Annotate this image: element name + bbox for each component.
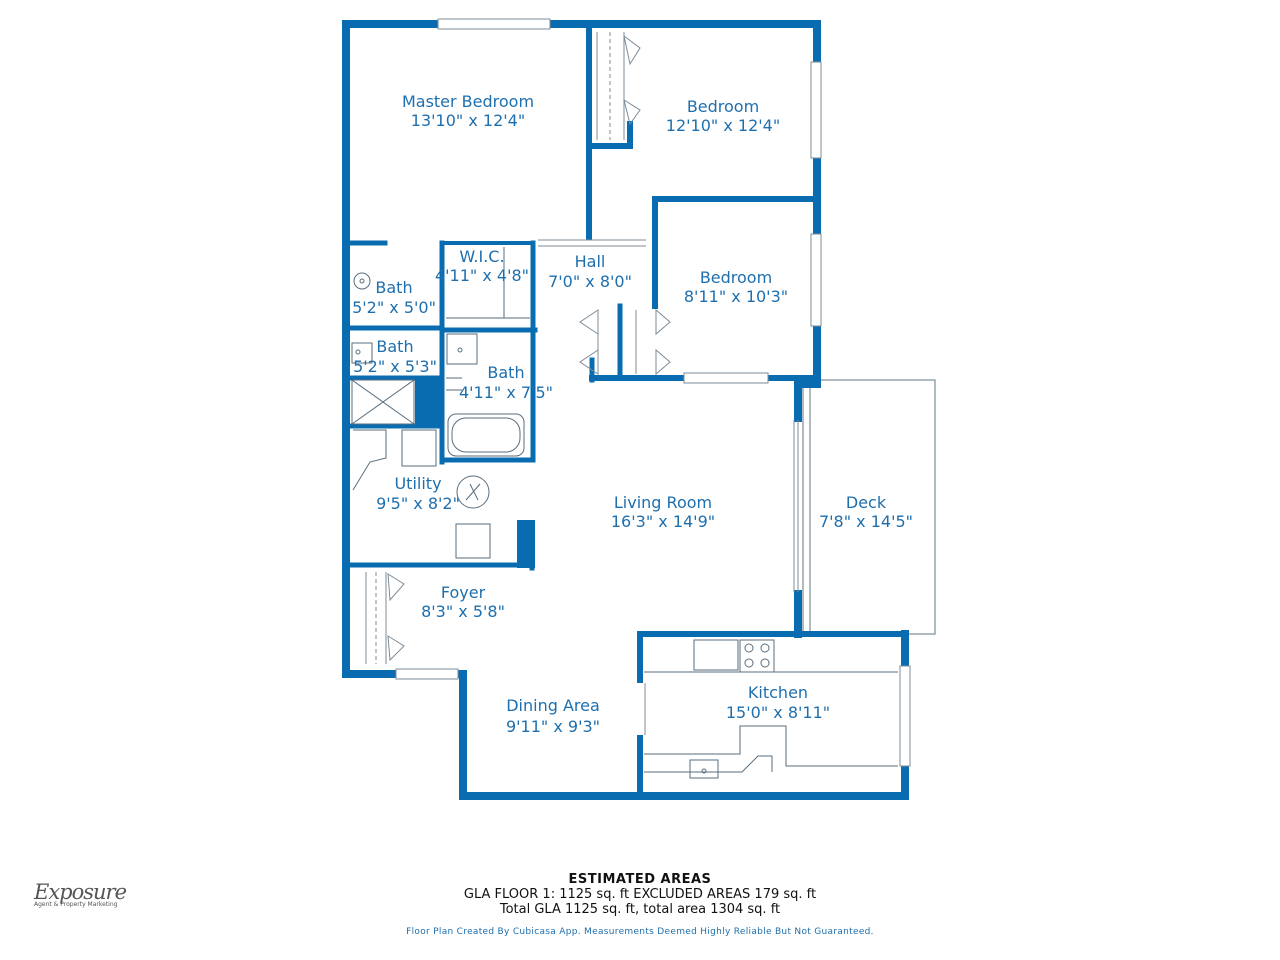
estimated-areas-title: ESTIMATED AREAS <box>568 872 712 887</box>
kitchen-name: Kitchen <box>748 683 808 702</box>
living-room-size: 16'3" x 14'9" <box>611 512 715 531</box>
master-bedroom-size: 13'10" x 12'4" <box>411 111 525 130</box>
total-area-line: Total GLA 1125 sq. ft, total area 1304 s… <box>499 902 781 917</box>
bath-1-size: 5'2" x 5'0" <box>352 298 436 317</box>
disclaimer-text: Floor Plan Created By Cubicasa App. Meas… <box>406 927 874 937</box>
gla-floor-line: GLA FLOOR 1: 1125 sq. ft EXCLUDED AREAS … <box>463 887 817 902</box>
doors <box>365 32 799 735</box>
utility-size: 9'5" x 8'2" <box>376 494 460 513</box>
deck-name: Deck <box>846 493 887 512</box>
hall-name: Hall <box>575 252 606 271</box>
bedroom-mid-name: Bedroom <box>700 268 772 287</box>
master-bedroom-name: Master Bedroom <box>402 92 534 111</box>
bath-2-name: Bath <box>376 337 413 356</box>
dining-area-name: Dining Area <box>506 696 600 715</box>
bath-3-size: 4'11" x 7'5" <box>459 383 553 402</box>
kitchen-size: 15'0" x 8'11" <box>726 703 830 722</box>
deck-size: 7'8" x 14'5" <box>819 512 913 531</box>
logo-tagline: Agent & Property Marketing <box>34 901 118 908</box>
bath-2-size: 5'2" x 5'3" <box>353 357 437 376</box>
bath-3-name: Bath <box>487 363 524 382</box>
windows <box>395 18 911 767</box>
bedroom-mid-size: 8'11" x 10'3" <box>684 287 788 306</box>
bedroom-top-name: Bedroom <box>687 97 759 116</box>
utility-name: Utility <box>394 474 441 493</box>
foyer-name: Foyer <box>441 583 486 602</box>
room-labels: Master Bedroom 13'10" x 12'4" Bedroom 12… <box>352 92 913 736</box>
exposure-logo: Exposure Agent & Property Marketing <box>34 880 127 908</box>
wall-blocks <box>415 376 535 568</box>
fixtures <box>351 247 898 779</box>
living-room-name: Living Room <box>614 493 712 512</box>
wic-size: 4'11" x 4'8" <box>435 266 529 285</box>
dining-area-size: 9'11" x 9'3" <box>506 717 600 736</box>
logo-name: Exposure <box>34 880 127 904</box>
foyer-size: 8'3" x 5'8" <box>421 602 505 621</box>
hall-size: 7'0" x 8'0" <box>548 272 632 291</box>
wic-name: W.I.C. <box>459 247 504 266</box>
bath-1-name: Bath <box>375 278 412 297</box>
bedroom-top-size: 12'10" x 12'4" <box>666 116 780 135</box>
